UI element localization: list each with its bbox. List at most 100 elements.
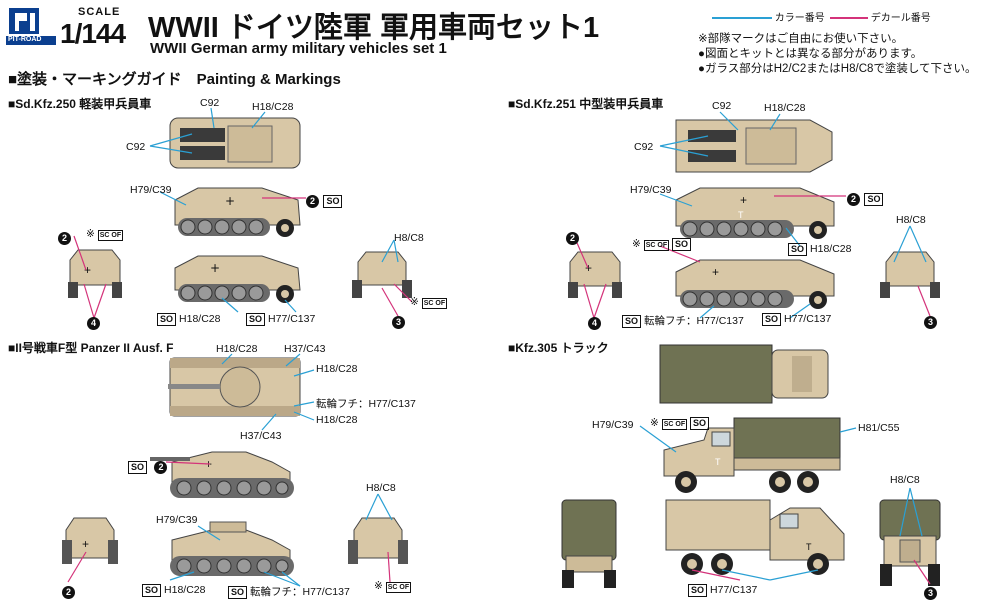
so-badge: SO (142, 584, 162, 597)
kfz250-decal-2-rear: 2 (58, 228, 71, 246)
kfz251-kome: ※ SC OF SO (632, 238, 694, 251)
color-line-swatch (712, 17, 772, 20)
label-kfz251-h79c39: H79/C39 (630, 184, 672, 196)
so-badge: SO (228, 586, 248, 599)
so-badge: SO (157, 313, 177, 326)
kfz251-rear-view: + (568, 251, 622, 298)
label-kfz250-c92-side: C92 (126, 141, 146, 153)
so-badge: SO (246, 313, 266, 326)
svg-text:+: + (740, 193, 747, 207)
pz2-so-decal-2: SO 2 (128, 457, 168, 475)
kfz250-rear-view: + (68, 249, 122, 298)
decal-sc-of: SC OF (421, 298, 448, 309)
kfz250-kome: ※ SC OF (86, 228, 124, 241)
kfz250-front-view (352, 251, 412, 298)
page-title-jp: WWII ドイツ陸軍 軍用車両セット1 (148, 12, 600, 44)
scale-word: SCALE (78, 6, 121, 18)
label-pz2-h37c43-b: H37/C43 (240, 430, 282, 442)
label-pz2-h18c28-b: H18/C28 (316, 363, 358, 375)
decal-sc-of: SC OF (643, 240, 670, 251)
kfz251-top-view (675, 119, 833, 173)
so-badge: SO (128, 461, 148, 474)
so-badge: SO (864, 193, 884, 206)
label-kfz305-h81c55: H81/C55 (858, 422, 900, 434)
panzer2-side-view: + (150, 451, 294, 498)
panzer2-rear-view: + (62, 517, 118, 564)
kfz250-side-view-2: + (174, 255, 301, 303)
label-pz2-wheel-rim: 転輪フチ：H77/C137 (316, 398, 416, 410)
label-pz2-h79c39: H79/C39 (156, 514, 198, 526)
pz2-kome: ※ SC OF (374, 580, 412, 593)
kfz251-side-view-2: + (675, 259, 835, 309)
label-kfz250-c92-top: C92 (200, 97, 220, 109)
svg-text:+: + (84, 263, 91, 277)
pit-road-logo: PIT-ROAD (6, 6, 56, 46)
kome-mark: ※ (86, 228, 95, 240)
note-3: ●ガラス部分はH2/C2またはH8/C8で塗装して下さい。 (698, 63, 977, 75)
logo-text: PIT-ROAD (8, 36, 42, 43)
kfz250-top-view (169, 117, 301, 169)
section-kfz305: ■Kfz.305 トラック (508, 341, 609, 355)
label-pz2-h37c43-a: H37/C43 (284, 343, 326, 355)
decal-number-3: 3 (924, 316, 937, 329)
note-1: ※部隊マークはご自由にお使い下さい。 (698, 33, 904, 45)
kfz305-side-view-2: T (665, 499, 845, 575)
kfz251-decal-3: 3 (924, 312, 937, 330)
decal-number-4: 4 (87, 317, 100, 330)
kfz305-front-view (879, 499, 941, 586)
kfz250-kome-front: ※ SC OF (410, 296, 448, 309)
kfz305-decal-3: 3 (924, 583, 937, 601)
label-pz2-h8c8: H8/C8 (366, 482, 396, 494)
svg-text:+: + (210, 261, 220, 275)
legend-decal: デカール番号 (830, 9, 931, 24)
label-pz2-h18c28-a: H18/C28 (216, 343, 258, 355)
label-kfz305-h79c39: H79/C39 (592, 419, 634, 431)
panzer2-side-view-2 (170, 521, 294, 576)
kome-mark: ※ (650, 417, 659, 429)
kfz250-decal-4: 4 (87, 313, 100, 331)
kome-mark: ※ (374, 580, 383, 592)
decal-number-2: 2 (58, 232, 71, 245)
panzer2-front-view (348, 517, 408, 564)
label-kfz250-h8c8: H8/C8 (394, 232, 424, 244)
label-kfz251-h18c28-top: H18/C28 (764, 102, 806, 114)
decal-number-2: 2 (847, 193, 860, 206)
label-kfz251-c92-side: C92 (634, 141, 654, 153)
legend-color-label: カラー番号 (774, 13, 825, 24)
label-kfz250-h18c28-top: H18/C28 (252, 101, 294, 113)
decal-number-2: 2 (566, 232, 579, 245)
pz2-decal-2-rear: 2 (62, 582, 75, 600)
kome-mark: ※ (410, 296, 419, 308)
note-2: ●図面とキットとは異なる部分があります。 (698, 48, 923, 60)
decal-number-2: 2 (62, 586, 75, 599)
so-badge: SO (688, 584, 708, 597)
so-badge: SO (622, 315, 642, 328)
notes: ※部隊マークはご自由にお使い下さい。 ●図面とキットとは異なる部分があります。 … (698, 32, 977, 77)
label-kfz251-c92-top: C92 (712, 100, 732, 112)
svg-text:T: T (806, 542, 812, 552)
decal-sc-of: SC OF (97, 230, 124, 241)
decal-sc-of: SC OF (385, 582, 412, 593)
label-kfz305-h8c8: H8/C8 (890, 474, 920, 486)
scale-value: 1/144 (60, 18, 126, 49)
section-kfz251: ■Sd.Kfz.251 中型装甲兵員車 (508, 97, 664, 111)
kome-mark: ※ (632, 238, 641, 250)
svg-text:T: T (715, 457, 721, 467)
section-panzer2: ■II号戦車F型 Panzer II Ausf. F (8, 341, 174, 355)
label-kfz251-h8c8: H8/C8 (896, 214, 926, 226)
kfz251-decal-2-so: 2 SO (847, 189, 886, 207)
kfz305-kome: ※ SC OF SO (650, 417, 712, 430)
so-badge: SO (762, 313, 782, 326)
so-badge: SO (672, 238, 692, 251)
kfz251-decal-4: 4 (588, 313, 601, 331)
decal-number-2: 2 (306, 195, 319, 208)
kfz250-decal-3: 3 (392, 312, 405, 330)
